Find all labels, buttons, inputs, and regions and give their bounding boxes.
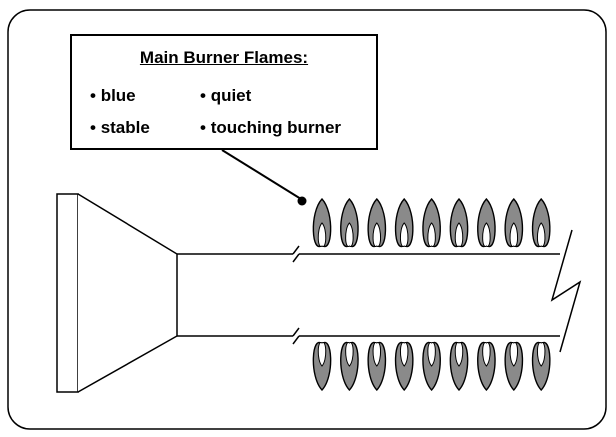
flame: [477, 341, 496, 392]
flame: [394, 341, 414, 392]
flame-inner-cone: [345, 222, 354, 247]
flame-inner-cone: [427, 342, 436, 367]
flame: [504, 341, 524, 392]
flame-inner-cone: [317, 342, 327, 367]
flame: [449, 341, 469, 392]
callout-title: Main Burner Flames:: [139, 48, 309, 67]
port-tick-top: [292, 245, 300, 255]
flame: [422, 341, 441, 392]
bullet-text: blue: [100, 86, 136, 105]
bullet-marker: •: [90, 118, 96, 137]
flame-inner-cone: [317, 222, 327, 247]
flame-inner-cone: [509, 222, 519, 247]
bullet-item: • stable: [90, 118, 150, 138]
flame-inner-cone: [427, 222, 436, 247]
bullet-text: quiet: [210, 86, 252, 105]
port-tick-top-2: [292, 253, 300, 263]
flame-row-top: [312, 197, 551, 248]
flame: [312, 341, 332, 392]
port-tick-bottom-2: [292, 335, 300, 345]
flame: [312, 197, 332, 248]
flame: [504, 197, 524, 248]
flame-row-bottom: [312, 341, 551, 392]
flame: [531, 341, 551, 392]
flame: [340, 197, 359, 248]
callout-leader-dot: [297, 196, 307, 206]
flame: [449, 197, 469, 248]
bullet-text: stable: [100, 118, 150, 137]
flame-inner-cone: [454, 222, 464, 247]
flame: [394, 197, 414, 248]
flame: [340, 341, 359, 392]
main-burner-callout: Main Burner Flames: • blue • quiet • sta…: [70, 34, 378, 150]
flame: [367, 197, 387, 248]
flame-inner-cone: [345, 342, 354, 367]
burner-break-line: [550, 229, 582, 353]
flame: [422, 197, 441, 248]
diagram-frame: [7, 9, 607, 430]
bullet-marker: •: [200, 86, 206, 105]
bullet-marker: •: [200, 118, 206, 137]
bullet-marker: •: [90, 86, 96, 105]
flame: [367, 341, 387, 392]
flame-inner-cone: [536, 342, 546, 367]
callout-leader-line: [221, 149, 302, 200]
flame-inner-cone: [372, 222, 382, 247]
flame: [477, 197, 496, 248]
burner-face-plate: [56, 193, 79, 393]
flame-inner-cone: [454, 342, 464, 367]
flame: [531, 197, 551, 248]
bullet-text: touching burner: [210, 118, 342, 137]
flame-inner-cone: [372, 342, 382, 367]
port-tick-bottom: [292, 327, 300, 337]
bullet-item: • quiet: [200, 86, 251, 106]
flame-inner-cone: [536, 222, 546, 247]
bullet-item: • blue: [90, 86, 136, 106]
burner-venturi: [77, 193, 178, 393]
flame-inner-cone: [482, 222, 491, 247]
flame-inner-cone: [482, 342, 491, 367]
flame-inner-cone: [399, 222, 409, 247]
flame-inner-cone: [399, 342, 409, 367]
flame-inner-cone: [509, 342, 519, 367]
bullet-item: • touching burner: [200, 118, 341, 138]
